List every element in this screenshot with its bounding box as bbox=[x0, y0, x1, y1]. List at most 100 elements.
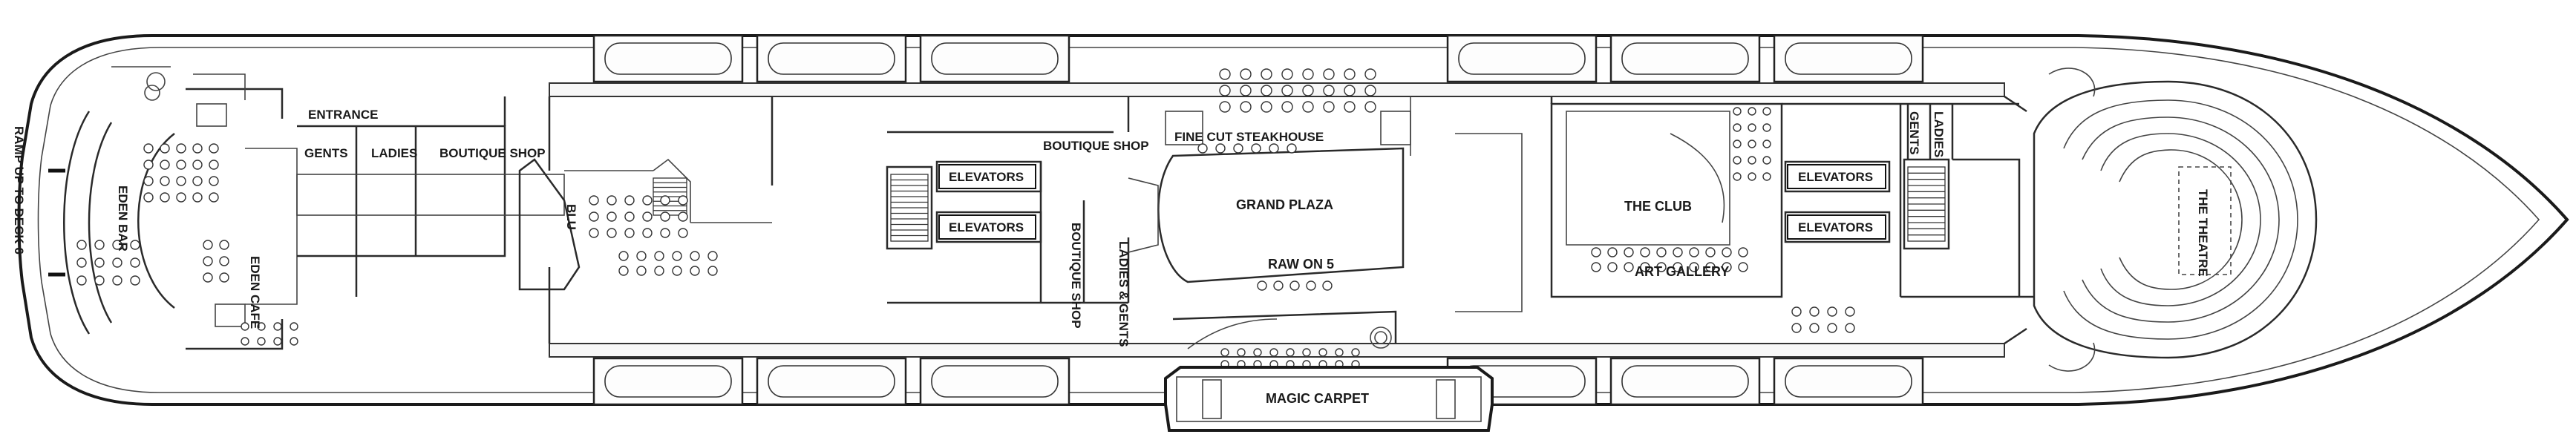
table-icon bbox=[672, 266, 682, 276]
table-icon bbox=[176, 192, 186, 203]
table-icon bbox=[1273, 280, 1284, 291]
table-icon bbox=[143, 176, 154, 186]
table-icon bbox=[1845, 323, 1855, 333]
table-icon bbox=[1302, 68, 1314, 80]
table-icon bbox=[130, 240, 140, 250]
table-icon bbox=[176, 143, 186, 154]
table-icon bbox=[1762, 123, 1771, 132]
table-icon bbox=[273, 322, 282, 331]
table-icon bbox=[1733, 107, 1742, 116]
table-icon bbox=[618, 266, 629, 276]
table-icon bbox=[1624, 262, 1634, 272]
table-icon bbox=[654, 251, 664, 261]
ladies-fwd-label: LADIES bbox=[371, 146, 417, 160]
table-icon bbox=[176, 160, 186, 170]
table-icon bbox=[160, 192, 170, 203]
table-icon bbox=[257, 337, 266, 346]
eden-furniture bbox=[76, 143, 298, 346]
entrance-label: ENTRANCE bbox=[308, 108, 378, 122]
blu-area bbox=[518, 158, 691, 291]
table-icon bbox=[1640, 262, 1650, 272]
theatre-area bbox=[2033, 68, 2318, 372]
table-icon bbox=[203, 272, 213, 283]
table-icon bbox=[618, 251, 629, 261]
table-icon bbox=[1261, 101, 1272, 113]
table-icon bbox=[143, 160, 154, 170]
table-icon bbox=[1762, 107, 1771, 116]
table-icon bbox=[672, 251, 682, 261]
table-icon bbox=[290, 322, 298, 331]
table-icon bbox=[1705, 262, 1716, 272]
table-icon bbox=[1733, 123, 1742, 132]
table-icon bbox=[1673, 247, 1683, 257]
table-icon bbox=[1733, 156, 1742, 165]
table-icon bbox=[1261, 85, 1272, 96]
table-icon bbox=[1323, 101, 1335, 113]
table-icon bbox=[273, 337, 282, 346]
table-icon bbox=[76, 240, 87, 250]
table-icon bbox=[1240, 101, 1252, 113]
table-icon bbox=[219, 256, 229, 266]
table-icon bbox=[209, 192, 219, 203]
table-icon bbox=[1302, 85, 1314, 96]
gents-aft-label: GENTS bbox=[1907, 111, 1921, 155]
corridor-port bbox=[549, 82, 2005, 97]
table-icon bbox=[1809, 306, 1820, 317]
table-icon bbox=[1253, 348, 1262, 357]
table-icon bbox=[203, 256, 213, 266]
blu-furniture bbox=[589, 195, 718, 276]
table-icon bbox=[160, 176, 170, 186]
table-icon bbox=[660, 228, 670, 238]
ladies-gents-label: LADIES & GENTS bbox=[1117, 241, 1131, 347]
table-icon bbox=[1791, 306, 1802, 317]
table-icon bbox=[192, 160, 203, 170]
table-icon bbox=[1281, 68, 1293, 80]
table-icon bbox=[1748, 139, 1756, 148]
table-icon bbox=[678, 195, 688, 206]
table-icon bbox=[589, 228, 599, 238]
table-icon bbox=[209, 176, 219, 186]
elevators-4-label: ELEVATORS bbox=[1798, 220, 1873, 234]
table-icon bbox=[1323, 68, 1335, 80]
table-icon bbox=[624, 211, 635, 222]
lifeboats-port bbox=[592, 34, 1924, 83]
elevators-label-box-2 bbox=[938, 214, 1036, 240]
table-icon bbox=[1845, 306, 1855, 317]
elevators-label-box-4 bbox=[1787, 214, 1886, 240]
table-icon bbox=[1257, 280, 1267, 291]
table-icon bbox=[1344, 85, 1356, 96]
table-icon bbox=[112, 240, 122, 250]
table-icon bbox=[1656, 247, 1667, 257]
table-icon bbox=[624, 228, 635, 238]
table-icon bbox=[241, 337, 249, 346]
boutique-shop-1-label: BOUTIQUE SHOP bbox=[439, 146, 546, 160]
table-icon bbox=[1689, 262, 1699, 272]
table-icon bbox=[624, 195, 635, 206]
table-icon bbox=[660, 195, 670, 206]
table-icon bbox=[642, 211, 653, 222]
table-icon bbox=[1351, 348, 1360, 357]
table-icon bbox=[1607, 262, 1618, 272]
table-icon bbox=[1689, 247, 1699, 257]
eden-bar-label: EDEN BAR bbox=[116, 185, 130, 252]
table-icon bbox=[1322, 280, 1333, 291]
table-icon bbox=[1233, 143, 1243, 154]
table-icon bbox=[1762, 156, 1771, 165]
table-icon bbox=[143, 143, 154, 154]
table-icon bbox=[1748, 123, 1756, 132]
the-club-area bbox=[1550, 102, 1783, 298]
table-icon bbox=[112, 275, 122, 286]
table-icon bbox=[1261, 68, 1272, 80]
table-icon bbox=[690, 251, 700, 261]
grand-plaza bbox=[1128, 96, 1411, 283]
table-icon bbox=[636, 251, 647, 261]
raw-on-5-area bbox=[1172, 310, 1397, 349]
gents-fwd-label: GENTS bbox=[304, 146, 348, 160]
table-icon bbox=[1197, 143, 1208, 154]
table-icon bbox=[642, 228, 653, 238]
table-icon bbox=[1302, 101, 1314, 113]
table-icon bbox=[112, 257, 122, 268]
table-icon bbox=[607, 228, 617, 238]
table-icon bbox=[1607, 247, 1618, 257]
table-icon bbox=[589, 211, 599, 222]
